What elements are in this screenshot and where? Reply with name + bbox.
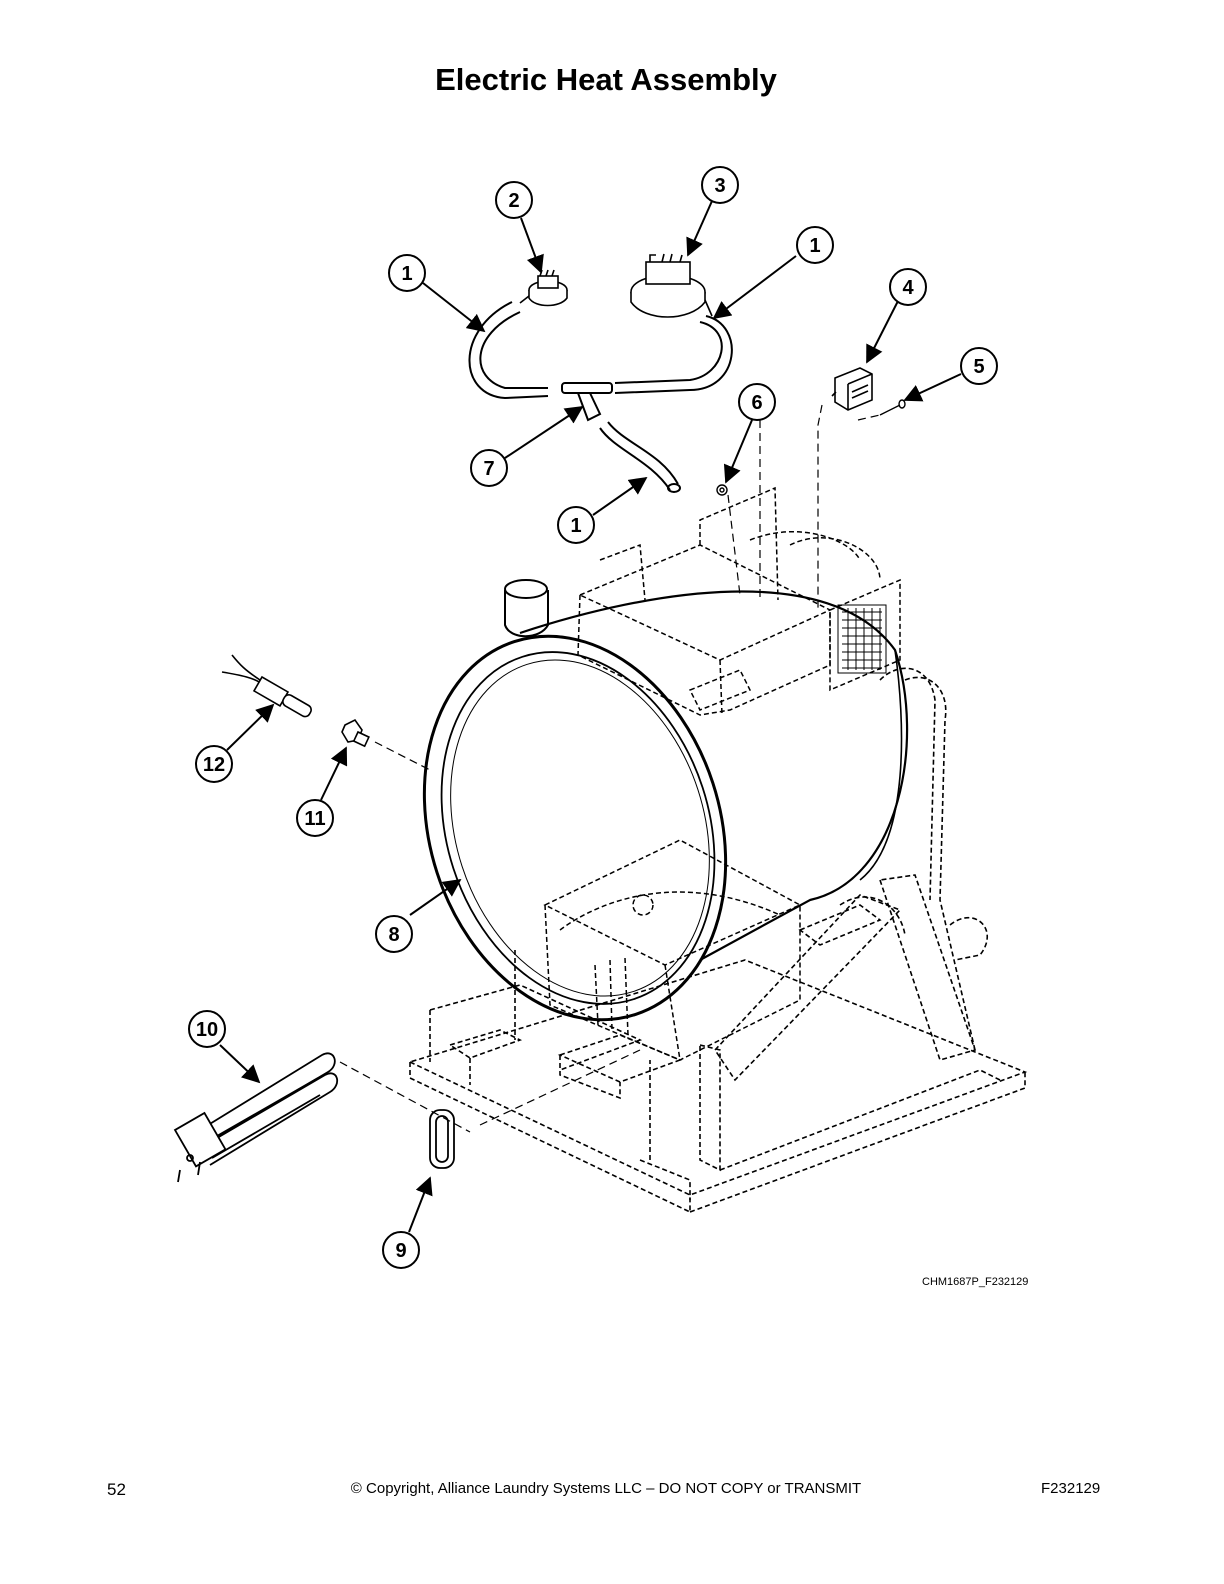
temperature-sensor — [221, 654, 312, 718]
svg-text:1: 1 — [570, 515, 581, 537]
svg-text:2: 2 — [508, 190, 519, 212]
base-frame — [407, 959, 1028, 1214]
tub-assembly — [422, 579, 909, 1022]
pressure-switch-large — [630, 253, 713, 318]
svg-text:12: 12 — [203, 754, 225, 776]
page-number: 52 — [107, 1480, 126, 1499]
sensor-fitting — [341, 718, 370, 748]
callout-7: 7 — [470, 449, 508, 487]
callout-arrows — [219, 200, 962, 1233]
page-title: Electric Heat Assembly — [435, 62, 777, 97]
svg-text:1: 1 — [401, 263, 412, 285]
callout-4: 4 — [889, 268, 927, 306]
figure-code: CHM1687P_F232129 — [922, 1276, 1029, 1288]
svg-text:8: 8 — [388, 924, 399, 946]
callout-1-right: 1 — [796, 226, 834, 264]
terminal-block — [831, 367, 873, 411]
callout-5: 5 — [960, 347, 998, 385]
callout-11: 11 — [296, 799, 334, 837]
callout-6: 6 — [738, 383, 776, 421]
hose-right — [614, 315, 733, 394]
callout-8: 8 — [375, 915, 413, 953]
svg-text:10: 10 — [196, 1019, 218, 1041]
screw-part — [879, 399, 906, 416]
svg-text:7: 7 — [483, 458, 494, 480]
callout-1-left: 1 — [388, 254, 426, 292]
callout-10: 10 — [188, 1010, 226, 1048]
svg-text:3: 3 — [714, 175, 725, 197]
vent-grille — [837, 604, 887, 674]
grommet — [429, 1109, 455, 1169]
heating-element — [173, 1052, 339, 1183]
callout-12: 12 — [195, 745, 233, 783]
callout-9: 9 — [382, 1231, 420, 1269]
svg-text:5: 5 — [973, 356, 984, 378]
heater-pocket — [543, 839, 802, 1061]
copyright-notice: © Copyright, Alliance Laundry Systems LL… — [350, 1480, 862, 1497]
nut-part — [716, 484, 728, 496]
support-frame — [514, 667, 988, 1082]
svg-text:11: 11 — [304, 808, 325, 830]
svg-text:9: 9 — [395, 1240, 406, 1262]
assembly-leader-lines — [339, 404, 881, 1133]
document-id: F232129 — [1041, 1480, 1101, 1497]
control-bracket — [577, 486, 901, 716]
svg-text:1: 1 — [809, 235, 820, 257]
svg-text:4: 4 — [902, 277, 914, 299]
hose-lower — [599, 421, 681, 493]
pressure-switch-small — [519, 269, 568, 307]
callout-3: 3 — [701, 166, 739, 204]
callout-1-lower: 1 — [557, 506, 595, 544]
svg-text:6: 6 — [751, 392, 762, 414]
hose-left — [468, 301, 549, 400]
callout-2: 2 — [495, 181, 533, 219]
